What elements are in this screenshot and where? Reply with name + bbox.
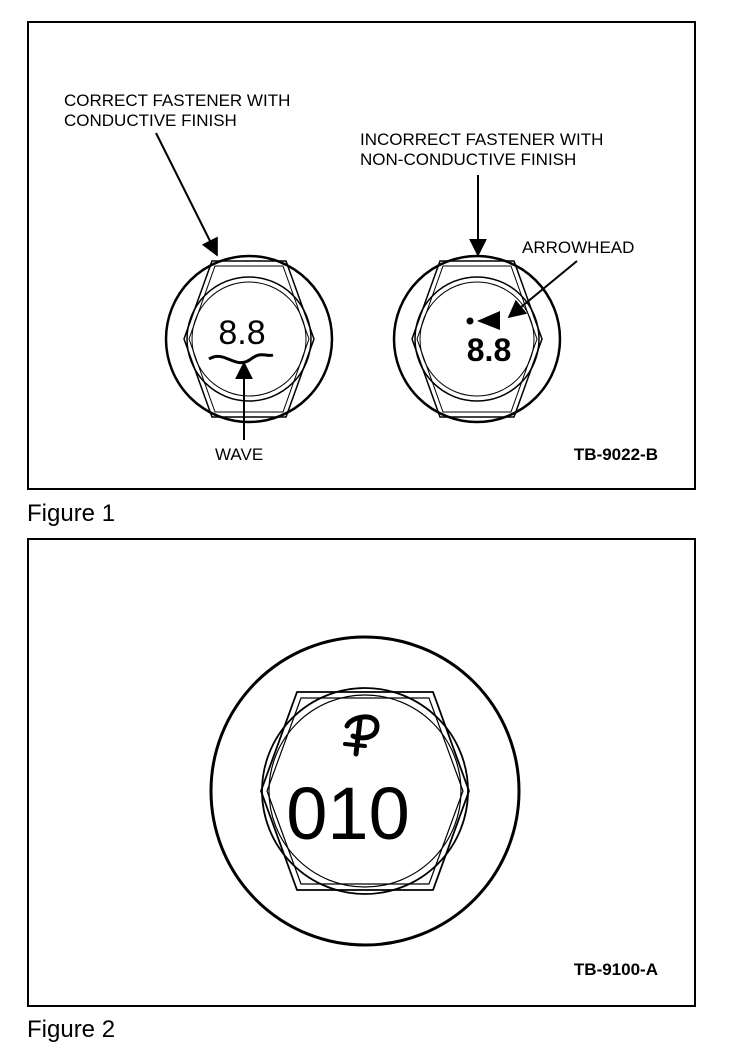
wave-label: WAVE <box>215 445 263 464</box>
arrowhead-arrow <box>507 260 578 319</box>
manufacturer-logo <box>343 714 380 757</box>
correct-fastener-head: 8.8 <box>164 254 334 424</box>
figure-2-panel: 010 TB-9100-A <box>27 538 696 1007</box>
wave-mark <box>208 353 274 365</box>
correct-fastener-label-line2: CONDUCTIVE FINISH <box>64 111 237 130</box>
figure-2-illustration: 010 TB-9100-A <box>209 635 658 979</box>
incorrect-fastener-label-line2: NON-CONDUCTIVE FINISH <box>360 150 576 169</box>
incorrect-fastener-head: 8.8 <box>392 254 562 424</box>
figure-1-caption: Figure 1 <box>27 500 116 527</box>
figure-1-illustration: CORRECT FASTENER WITH CONDUCTIVE FINISH … <box>64 91 658 464</box>
incorrect-fastener-label-line1: INCORRECT FASTENER WITH <box>360 130 603 149</box>
correct-fastener-arrow <box>155 132 218 257</box>
arrowhead-mark <box>477 311 500 330</box>
figure-2-code: TB-9100-A <box>574 960 658 979</box>
fastener-head: 010 <box>209 635 521 947</box>
arrowhead-label: ARROWHEAD <box>522 238 634 257</box>
figure-1-code: TB-9022-B <box>574 445 658 464</box>
head-marking: 010 <box>286 772 409 855</box>
figure-1-panel: CORRECT FASTENER WITH CONDUCTIVE FINISH … <box>27 21 696 490</box>
correct-fastener-label-line1: CORRECT FASTENER WITH <box>64 91 290 110</box>
figure-2-caption: Figure 2 <box>27 1016 116 1043</box>
arrowhead-dot <box>466 317 474 325</box>
incorrect-fastener-marking: 8.8 <box>467 332 511 368</box>
correct-fastener-marking: 8.8 <box>218 314 265 352</box>
